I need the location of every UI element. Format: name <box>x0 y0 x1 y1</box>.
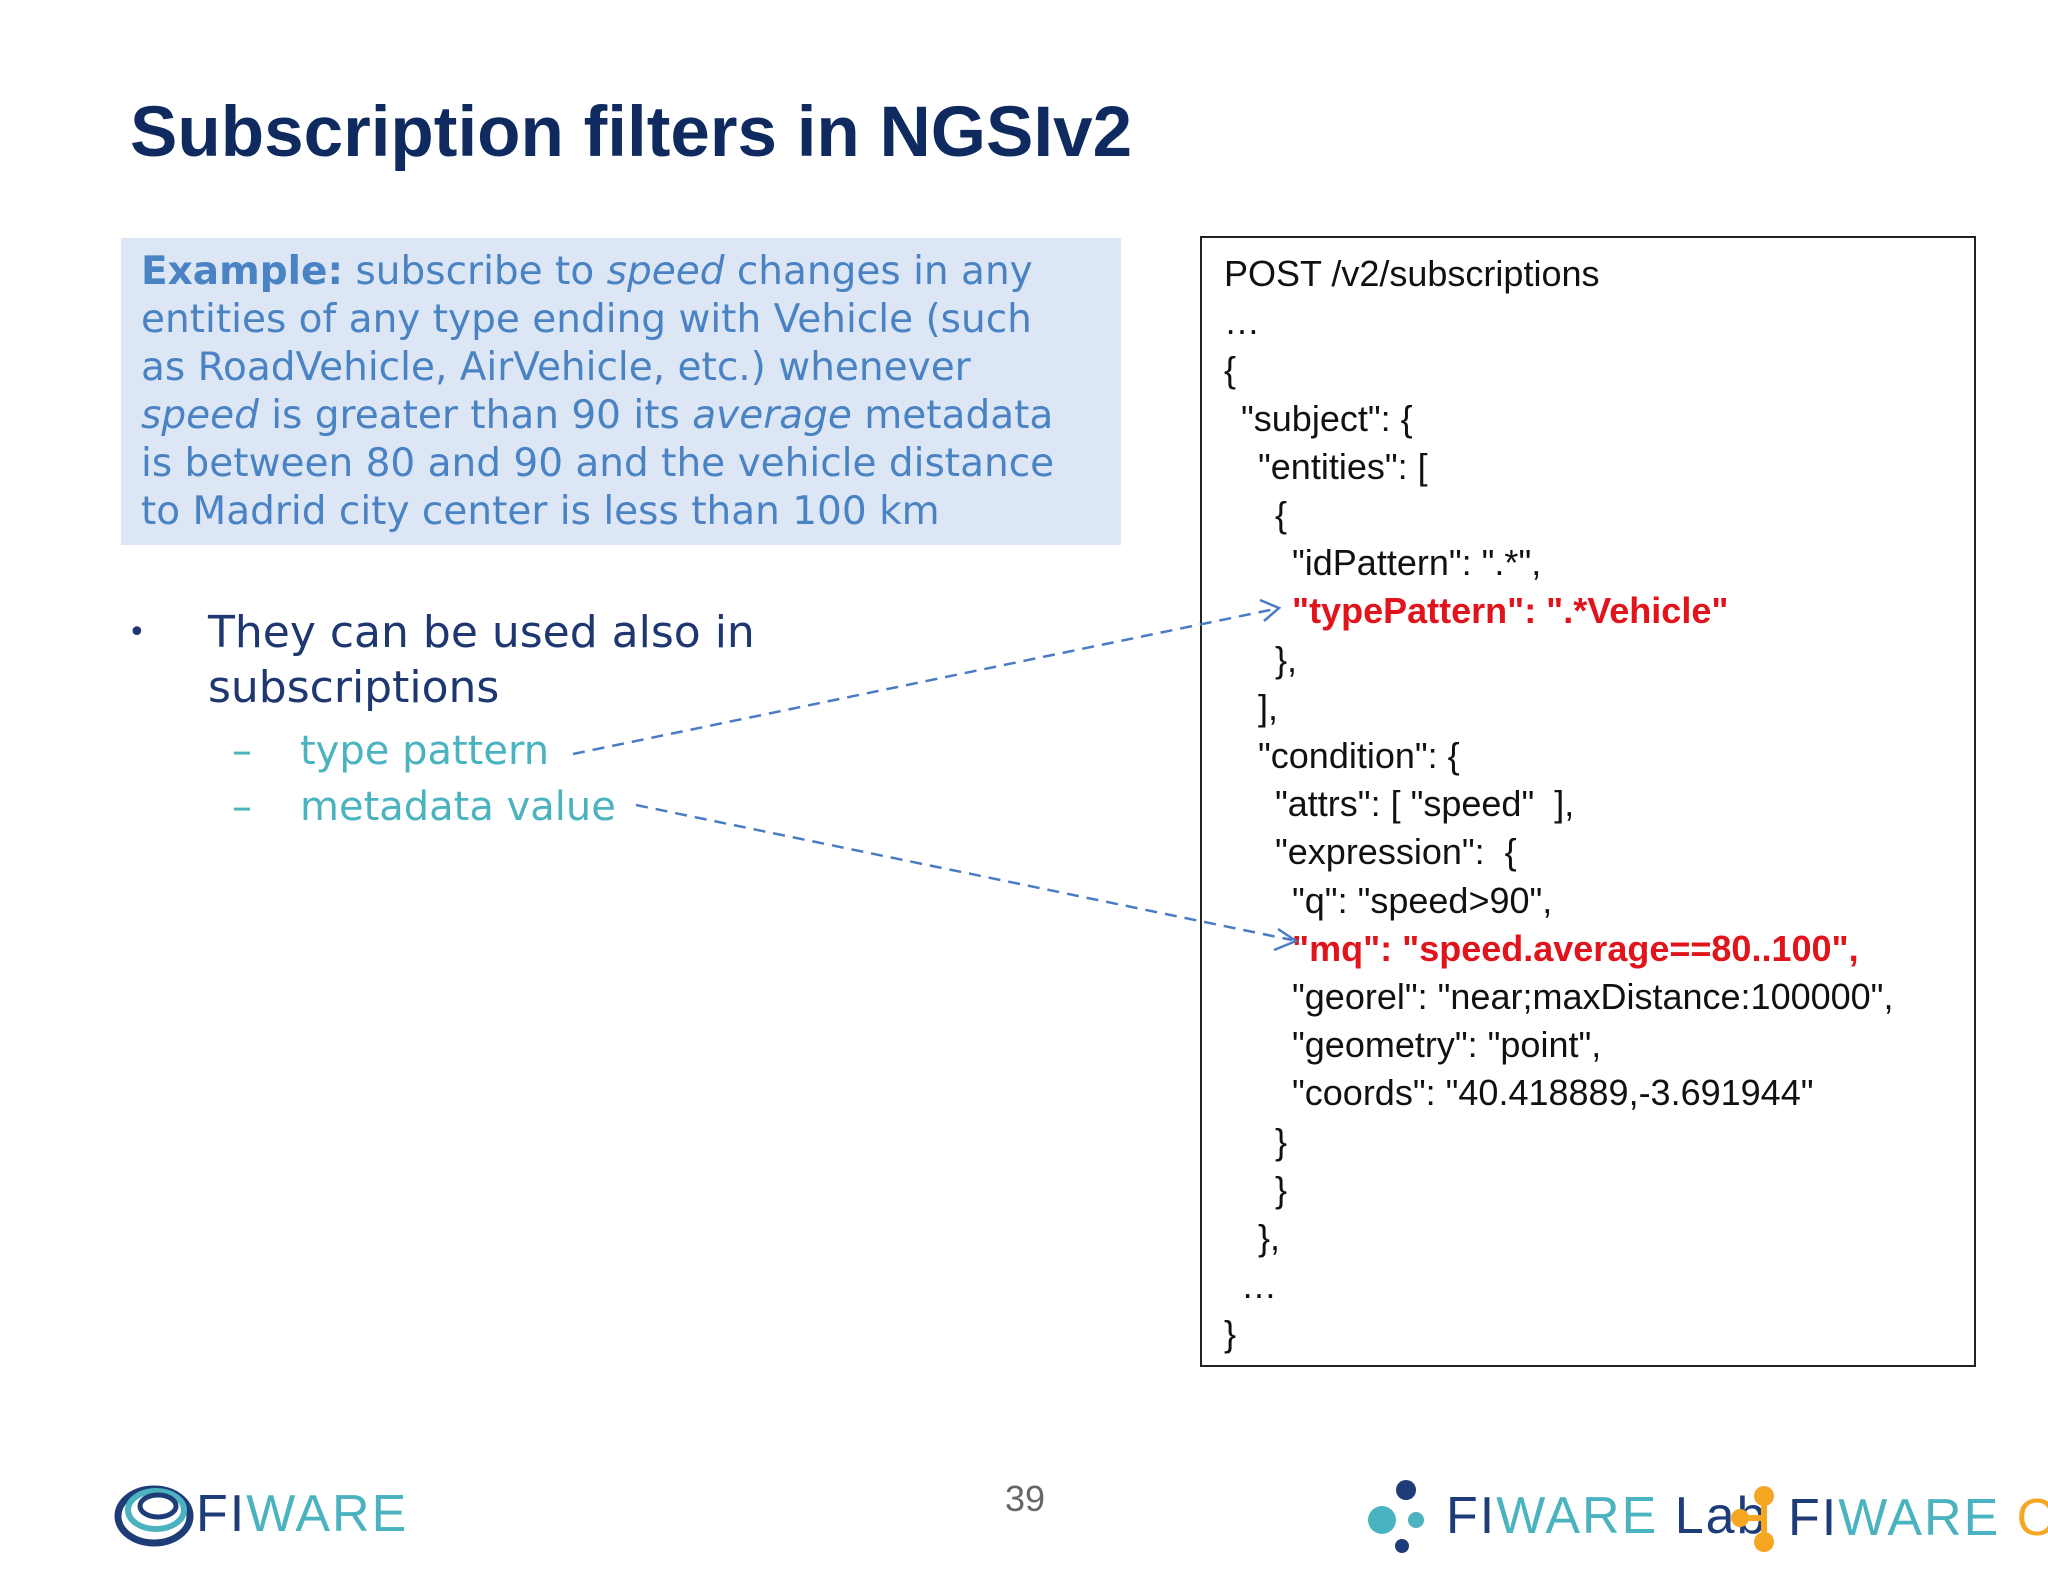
fiware-swirl-icon <box>114 1485 194 1547</box>
fiware-ops-logo: FIWARE Ops <box>1728 1484 2048 1564</box>
code-line: "attrs": [ "speed" ], <box>1275 783 1575 825</box>
example-emphasis: speed <box>606 249 725 294</box>
code-line: } <box>1275 1168 1288 1210</box>
bullet-dot: • <box>128 615 146 650</box>
bullet-text-line-1: They can be used also in <box>208 607 755 658</box>
example-emphasis: average <box>692 393 852 438</box>
code-line: "subject": { <box>1241 397 1413 439</box>
logo-text-fi: FI <box>1446 1487 1497 1545</box>
dash-marker: – <box>232 784 252 830</box>
code-line: "idPattern": ".*", <box>1292 542 1542 584</box>
code-line: ], <box>1258 686 1279 728</box>
code-line: "geometry": "point", <box>1292 1024 1602 1066</box>
logo-text-ware: WARE <box>1496 1487 1659 1545</box>
code-line: "q": "speed>90", <box>1292 879 1553 921</box>
code-line: } <box>1275 1120 1288 1162</box>
code-line: … <box>1224 301 1260 343</box>
example-box: Example: subscribe to speed changes in a… <box>121 238 1121 545</box>
example-text: Example: subscribe to speed changes in a… <box>141 248 1101 536</box>
code-line-highlighted: "typePattern": ".*Vehicle" <box>1292 590 1729 632</box>
logo-text-ops: Ops <box>2016 1489 2048 1547</box>
example-line: entities of any type ending with Vehicle… <box>141 296 1101 344</box>
example-line: speed is greater than 90 its average met… <box>141 392 1101 440</box>
logo-text-ware: WARE <box>246 1485 409 1543</box>
code-line: }, <box>1258 1217 1281 1258</box>
code-line: "entities": [ <box>1258 445 1428 487</box>
example-segment: as RoadVehicle, AirVehicle, etc.) whenev… <box>141 345 971 390</box>
code-line: "expression": { <box>1275 831 1517 873</box>
example-segment: metadata <box>851 393 1054 438</box>
example-segment: entities of any type ending with Vehicle… <box>141 297 1032 342</box>
bullet-text-line-2: subscriptions <box>208 662 500 713</box>
fiware-logo: FIWARE <box>114 1480 406 1550</box>
example-segment: changes in any <box>724 249 1033 294</box>
code-line: … <box>1241 1265 1277 1307</box>
example-label: Example: <box>141 249 344 294</box>
code-line-highlighted: "mq": "speed.average==80..100", <box>1292 927 1859 969</box>
example-line: is between 80 and 90 and the vehicle dis… <box>141 440 1101 488</box>
example-segment: is between 80 and 90 and the vehicle dis… <box>141 441 1055 486</box>
code-line: { <box>1275 494 1288 535</box>
arrow-type-pattern <box>572 607 1276 756</box>
code-line: POST /v2/subscriptions <box>1224 253 1600 294</box>
logo-text-fi: FI <box>1788 1489 1839 1547</box>
example-line: as RoadVehicle, AirVehicle, etc.) whenev… <box>141 344 1101 392</box>
page-number: 39 <box>1004 1478 1046 1519</box>
logo-text-ware: WARE <box>1838 1489 2001 1547</box>
dash-marker: – <box>232 728 252 774</box>
arrowhead-icon <box>1259 598 1282 622</box>
code-line: } <box>1224 1313 1237 1355</box>
slide-title: Subscription filters in NGSIv2 <box>130 93 1133 172</box>
arrowhead-icon <box>1273 927 1299 952</box>
example-segment: is greater than 90 its <box>258 393 693 438</box>
sub-item-label: metadata value <box>300 784 616 830</box>
code-line: "georel": "near;maxDistance:100000", <box>1292 976 1894 1017</box>
example-line: Example: subscribe to speed changes in a… <box>141 248 1101 296</box>
example-segment: subscribe to <box>343 249 607 294</box>
fiware-lab-dots-icon <box>1368 1480 1424 1553</box>
example-emphasis: speed <box>141 393 259 438</box>
fiware-ops-nodes-icon <box>1731 1486 1774 1552</box>
sub-item-label: type pattern <box>300 728 550 774</box>
code-line: "coords": "40.418889,-3.691944" <box>1292 1072 1814 1114</box>
code-line: "condition": { <box>1258 735 1460 776</box>
logo-text-fi: FI <box>196 1485 247 1543</box>
fiware-lab-logo: FIWARE Lab <box>1364 1478 1766 1558</box>
example-line: to Madrid city center is less than 100 k… <box>141 488 1101 536</box>
example-segment: to Madrid city center is less than 100 k… <box>141 489 940 534</box>
code-line: { <box>1224 349 1237 391</box>
arrow-metadata-value <box>635 803 1293 942</box>
code-box: POST /v2/subscriptions…{"subject": {"ent… <box>1200 236 1976 1367</box>
code-line: }, <box>1275 638 1298 680</box>
